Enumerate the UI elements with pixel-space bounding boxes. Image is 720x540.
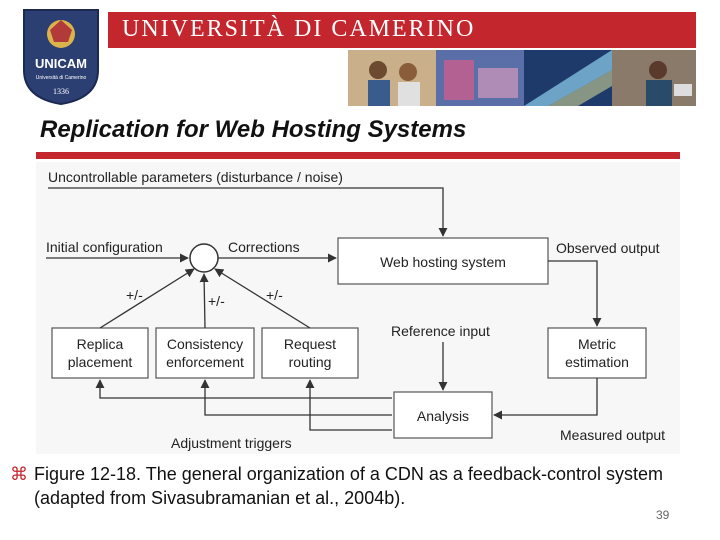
photo-strip	[348, 50, 696, 106]
slide-title: Replication for Web Hosting Systems	[40, 116, 467, 143]
figure-caption: Figure 12-18. The general organization o…	[34, 464, 663, 508]
request-label-2: routing	[289, 354, 332, 370]
observed-output-label: Observed output	[556, 240, 660, 256]
logo-subtitle: Università di Camerino	[36, 75, 87, 81]
measured-output-arrow	[493, 378, 598, 420]
metric-label-2: estimation	[565, 354, 629, 370]
trigger-consistency-arrow	[200, 379, 392, 416]
web-hosting-label: Web hosting system	[380, 254, 506, 270]
observed-output-arrow	[548, 260, 602, 327]
students-photo	[348, 50, 436, 106]
trigger-replica-arrow	[95, 379, 392, 399]
consistency-to-junction-arrow	[199, 273, 209, 329]
page-number: 39	[656, 508, 670, 522]
reference-input-label: Reference input	[391, 323, 490, 339]
replica-label-2: placement	[68, 354, 133, 370]
plus-minus-center: +/-	[208, 293, 225, 309]
disturbance-arrow	[48, 187, 448, 237]
uncontrollable-label: Uncontrollable parameters (disturbance /…	[48, 169, 343, 185]
cdn-feedback-diagram: Uncontrollable parameters (disturbance /…	[36, 162, 680, 454]
university-banner: UNIVERSITÀ DI CAMERINO	[108, 12, 696, 48]
replica-label-1: Replica	[77, 336, 124, 352]
request-label-1: Request	[284, 336, 336, 352]
consistency-label-2: enforcement	[166, 354, 244, 370]
request-to-junction-arrow	[214, 268, 311, 329]
initial-config-label: Initial configuration	[46, 239, 163, 255]
summing-junction	[189, 243, 219, 273]
metric-estimation-box: Metric estimation	[547, 327, 647, 379]
logo-year: 1336	[53, 87, 69, 96]
corrections-label: Corrections	[228, 239, 300, 255]
adjustment-triggers-label: Adjustment triggers	[171, 435, 292, 451]
analysis-label: Analysis	[417, 408, 469, 424]
analysis-box: Analysis	[393, 391, 493, 439]
web-hosting-box: Web hosting system	[337, 237, 549, 285]
measured-output-label: Measured output	[560, 427, 665, 443]
plus-minus-right: +/-	[266, 287, 283, 303]
title-divider	[36, 152, 680, 159]
unicam-logo: UNICAM Università di Camerino 1336	[22, 8, 100, 106]
replica-to-junction-arrow	[99, 268, 195, 329]
trigger-request-arrow	[305, 379, 392, 431]
command-key-icon: ⌘	[10, 464, 28, 484]
banner-text: UNIVERSITÀ DI CAMERINO	[122, 16, 476, 42]
logo-name: UNICAM	[35, 56, 87, 71]
plus-minus-left: +/-	[126, 287, 143, 303]
replica-placement-box: Replica placement	[51, 327, 149, 379]
request-routing-box: Request routing	[261, 327, 359, 379]
metric-label-1: Metric	[578, 336, 616, 352]
consistency-label-1: Consistency	[167, 336, 243, 352]
consistency-enforcement-box: Consistency enforcement	[155, 327, 255, 379]
